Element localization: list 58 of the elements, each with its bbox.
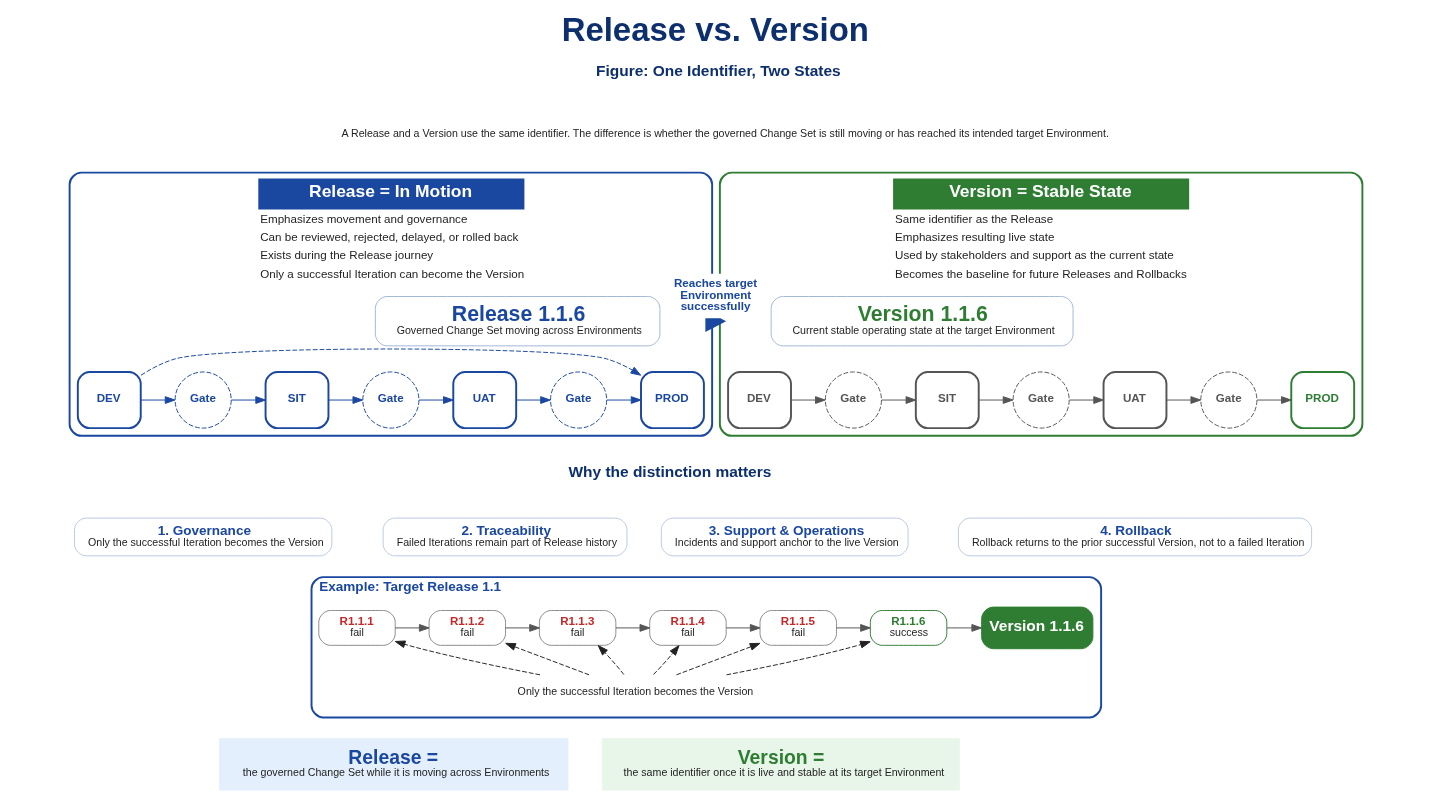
node-box: SIT bbox=[264, 371, 329, 430]
node-box: UAT bbox=[1102, 371, 1167, 430]
node-circle: Gate bbox=[361, 371, 419, 429]
arrow bbox=[835, 624, 871, 632]
node-text: Only the successful Iteration becomes the Version bbox=[517, 684, 753, 697]
node-box: DEV bbox=[726, 371, 792, 430]
node-box: R1.1.1 fail bbox=[317, 610, 396, 646]
node-circle: Gate bbox=[1012, 371, 1070, 429]
arrow bbox=[597, 645, 624, 675]
node-box: R1.1.4 fail bbox=[648, 610, 727, 646]
node-box: R1.1.5 fail bbox=[759, 610, 837, 646]
node-box: R1.1.3 fail bbox=[538, 610, 616, 646]
arrow bbox=[605, 396, 641, 404]
arrow bbox=[394, 640, 540, 676]
arrow bbox=[1256, 396, 1292, 404]
node-circle: Gate bbox=[174, 371, 232, 429]
node-circle: Gate bbox=[1199, 371, 1257, 429]
arrow bbox=[515, 396, 551, 404]
node-box: R1.1.2 fail bbox=[428, 610, 506, 646]
node-box: Version 1.1.6 Current stable operating state at the target Environment bbox=[770, 296, 1074, 347]
node-box: 2. Traceability Failed Iterations remain part of Release history bbox=[382, 517, 627, 557]
node-box: 1. Governance Only the successful Iteration becomes the Version bbox=[73, 517, 332, 557]
node-box: UAT bbox=[451, 371, 517, 430]
diagram-title: Release vs. Version bbox=[561, 11, 869, 49]
arrow bbox=[230, 396, 266, 404]
node-box: Release = the governed Change Set while it is moving across Environments bbox=[218, 738, 568, 791]
arrow bbox=[1068, 396, 1104, 404]
node-box: Version 1.1.6 bbox=[980, 606, 1093, 650]
label: Why the distinction matters bbox=[567, 463, 771, 481]
arrow bbox=[327, 396, 363, 404]
arrow bbox=[880, 396, 916, 404]
arrow bbox=[652, 645, 679, 675]
node-box: R1.1.6 success bbox=[869, 610, 947, 646]
node-circle: Gate bbox=[824, 371, 882, 429]
node-box: PROD bbox=[1289, 371, 1355, 430]
arrow bbox=[946, 624, 982, 632]
arrow bbox=[725, 624, 760, 632]
arrow bbox=[615, 624, 650, 632]
arrow bbox=[675, 642, 760, 676]
node-circle: Gate bbox=[549, 371, 607, 429]
node-box: DEV bbox=[76, 371, 142, 430]
arrow bbox=[394, 624, 430, 632]
arrow bbox=[977, 396, 1013, 404]
arrow bbox=[418, 396, 454, 404]
arrow bbox=[725, 640, 871, 676]
label: Figure: One Identifier, Two States bbox=[595, 61, 841, 79]
arrow bbox=[504, 642, 590, 676]
node-box: 3. Support & Operations Incidents and support anchor to the live Version bbox=[660, 517, 909, 557]
arrow bbox=[140, 348, 641, 376]
arrow bbox=[139, 396, 175, 404]
node-box: Release 1.1.6 Governed Change Set moving across Environments bbox=[374, 296, 660, 347]
label: A Release and a Version use the same identifier. The difference is whether the governed Change Set is still moving or has reached its intended target Environment. bbox=[341, 126, 1109, 139]
arrow bbox=[504, 624, 540, 632]
arrow bbox=[1165, 396, 1201, 404]
node-box: PROD bbox=[639, 371, 705, 430]
node-box: SIT bbox=[914, 371, 980, 430]
arrow bbox=[790, 396, 826, 404]
node-box: 4. Rollback Rollback returns to the prior successful Version, not to a failed Iteration bbox=[957, 517, 1312, 557]
